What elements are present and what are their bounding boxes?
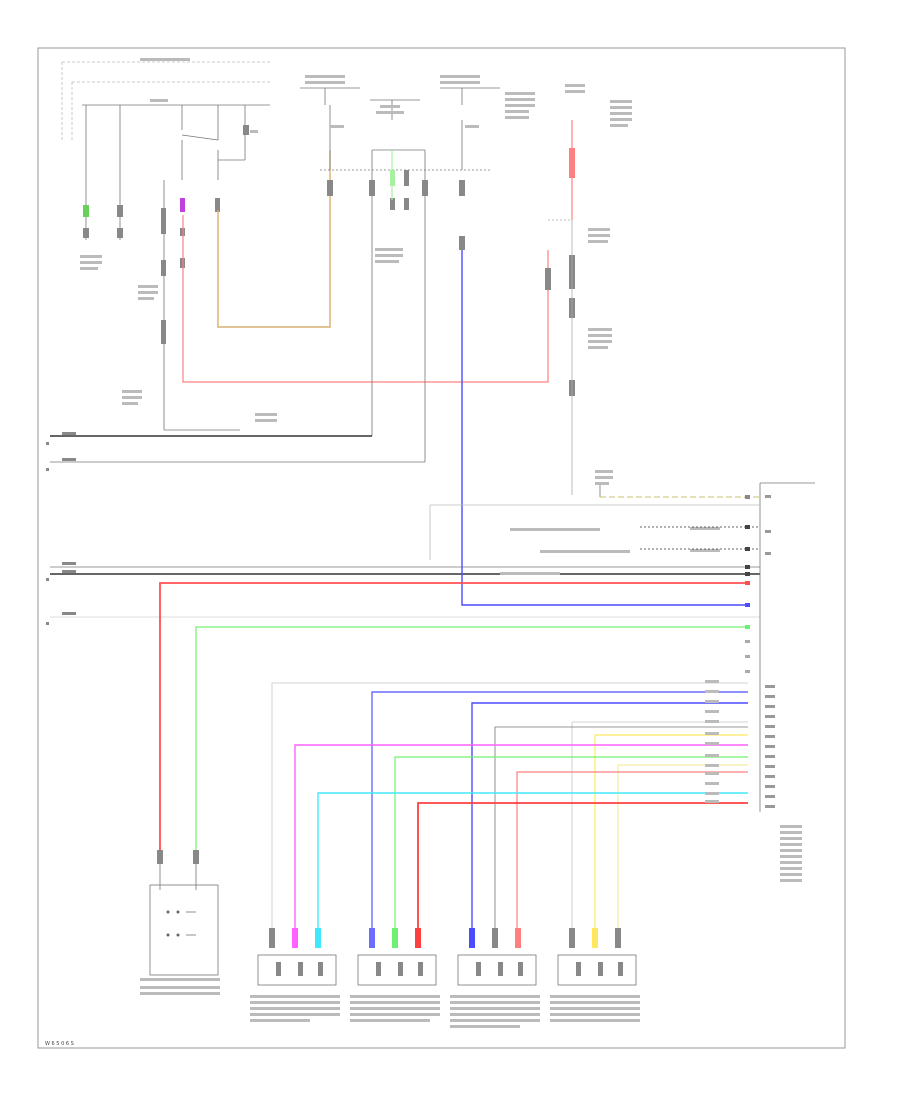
fuse-block-center [300,87,500,462]
sensor-box-3 [450,928,540,1028]
top-left-option-box [61,61,270,140]
wire-pink-upper [182,215,549,383]
wire-pink-s10 [516,771,748,930]
ecu-labels [500,470,802,882]
ecu-pin-ticks [745,495,750,673]
wire-gray-s1 [271,682,748,930]
connector-c1 [83,198,220,344]
connectors-center [243,125,575,396]
diagram-border [37,47,846,1049]
wire-red-long [159,582,748,860]
sensor-box-1 [250,928,340,1022]
ecu-lower-pin-labels [705,680,775,808]
wire-green-s8 [394,756,748,930]
ignition-relay-block [82,104,270,430]
wire-tan [217,150,331,328]
wire-blue-s3 [471,702,748,930]
wire-blue-s2 [371,691,748,930]
bus-labels-left [46,413,277,625]
wire-yellow-s6 [594,734,748,930]
fuse-labels [305,75,632,349]
wire-lightyellow-s9 [617,764,748,930]
top-left-labels [80,58,258,405]
sensor-box-4 [550,928,640,1022]
ecu-block [429,482,815,812]
wire-gray-s4 [571,721,748,930]
ecu-inputs-dark [640,526,760,550]
seat-switch-component [140,850,220,995]
sensor-box-2 [350,928,440,1022]
wire-green-long [195,626,748,860]
wire-darkgray-s5 [494,726,748,930]
figure-id: W 6 5 0 6 S [45,1041,74,1047]
wire-blue-center [461,250,748,606]
wire-cyan-s11 [317,792,748,930]
wire-red-s12 [417,802,748,930]
wire-magenta-s7 [294,744,748,930]
